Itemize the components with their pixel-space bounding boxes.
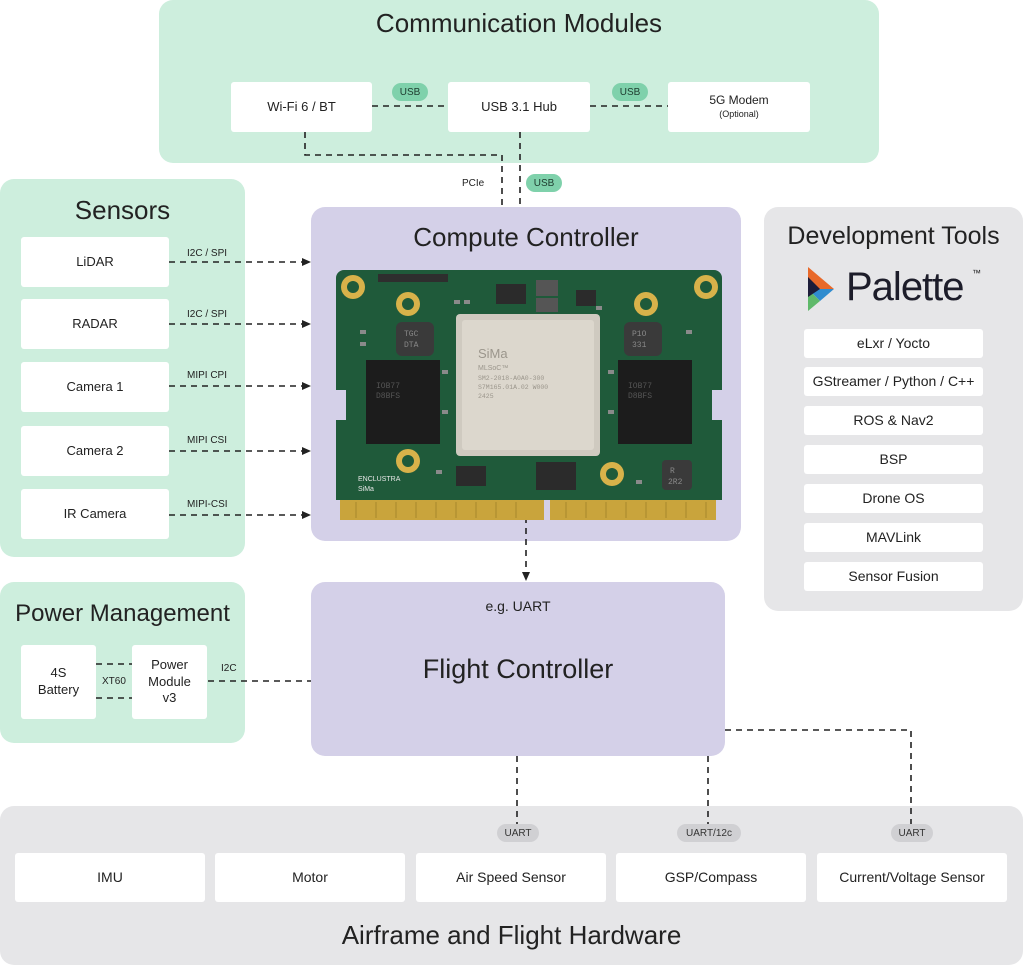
5g-modem-label: 5G Modem bbox=[709, 93, 769, 108]
usb-tag-hub-compute: USB bbox=[526, 174, 562, 192]
airframe-gsp-compass-label: GSP/Compass bbox=[664, 869, 758, 886]
chip-model-text: MLSoC™ bbox=[478, 365, 508, 372]
devtool-sensor-fusion-label: Sensor Fusion bbox=[848, 568, 939, 585]
5g-modem-note: (Optional) bbox=[719, 108, 759, 119]
sensor-radar: RADAR bbox=[21, 299, 169, 349]
devtool-gstreamer-label: GStreamer / Python / C++ bbox=[812, 373, 975, 390]
devtool-mavlink: MAVLink bbox=[804, 523, 983, 552]
inductor-right-line-2: 331 bbox=[632, 341, 647, 350]
chip-line-3: 2425 bbox=[478, 393, 494, 400]
airframe-motor: Motor bbox=[215, 853, 405, 902]
sensor-lidar-label: LiDAR bbox=[76, 253, 114, 269]
airframe-gsp-compass: GSP/Compass bbox=[616, 853, 806, 902]
communication-modules-title: Communication Modules bbox=[375, 8, 663, 38]
link-label-camera-1: MIPI CPI bbox=[187, 370, 228, 381]
sensor-ir-camera: IR Camera bbox=[21, 489, 169, 539]
usb-hub-module: USB 3.1 Hub bbox=[448, 82, 590, 132]
palette-logo-icon bbox=[808, 267, 834, 311]
chip-line-1: SM2-2018-A0A0-300 bbox=[478, 375, 544, 382]
sensor-radar-label: RADAR bbox=[72, 315, 118, 331]
devtool-drone-os-label: Drone OS bbox=[862, 490, 925, 507]
devtool-mavlink-label: MAVLink bbox=[866, 529, 921, 546]
sensor-camera-2-label: Camera 2 bbox=[66, 442, 124, 458]
devtool-ros-nav2: ROS & Nav2 bbox=[804, 406, 983, 435]
wifi-bt-label: Wi-Fi 6 / BT bbox=[267, 98, 336, 114]
communication-modules-panel bbox=[159, 0, 879, 163]
uart-12c-tag-gsp: UART/12c bbox=[677, 824, 741, 842]
corner-chip-line-2: 2R2 bbox=[668, 478, 683, 487]
devtool-gstreamer: GStreamer / Python / C++ bbox=[804, 367, 983, 396]
power-module-line-3: v3 bbox=[162, 690, 177, 706]
devtool-bsp: BSP bbox=[804, 445, 983, 474]
chip-brand-text: SiMa bbox=[478, 346, 508, 361]
flight-controller-top-label: e.g. UART bbox=[485, 598, 551, 614]
airframe-imu-label: IMU bbox=[97, 869, 123, 886]
wifi-bt-module: Wi-Fi 6 / BT bbox=[231, 82, 372, 132]
power-link-label: I2C bbox=[221, 663, 237, 674]
sensor-ir-camera-label: IR Camera bbox=[63, 505, 127, 521]
battery-box: 4S Battery bbox=[21, 645, 96, 719]
sensor-camera-2: Camera 2 bbox=[21, 426, 169, 476]
uart-tag-air-speed: UART bbox=[497, 824, 539, 842]
palette-brand-text: Palette bbox=[846, 265, 965, 309]
devtool-sensor-fusion: Sensor Fusion bbox=[804, 562, 983, 591]
ic-left-line-2: D8BFS bbox=[376, 392, 400, 401]
airframe-air-speed-sensor: Air Speed Sensor bbox=[416, 853, 606, 902]
link-label-camera-2: MIPI CSI bbox=[187, 435, 228, 446]
airframe-air-speed-label: Air Speed Sensor bbox=[456, 869, 566, 886]
board-sub-text: SiMa bbox=[358, 486, 374, 493]
ic-right-line-2: D8BFS bbox=[628, 392, 652, 401]
link-label-lidar: I2C / SPI bbox=[187, 248, 228, 259]
devtool-drone-os: Drone OS bbox=[804, 484, 983, 513]
pcie-label: PCIe bbox=[462, 178, 485, 189]
chip-line-2: S7M165.01A.02 W000 bbox=[478, 384, 548, 391]
link-label-radar: I2C / SPI bbox=[187, 309, 228, 320]
palette-trademark: ™ bbox=[972, 268, 981, 278]
corner-chip-line-1: R bbox=[670, 467, 675, 476]
inductor-left-line-1: TGC bbox=[404, 330, 419, 339]
airframe-imu: IMU bbox=[15, 853, 205, 902]
sensors-title: Sensors bbox=[74, 195, 171, 225]
compute-controller-title: Compute Controller bbox=[413, 222, 639, 252]
usb-hub-label: USB 3.1 Hub bbox=[481, 98, 557, 114]
link-label-ir-camera: MIPI-CSI bbox=[187, 499, 228, 510]
sensor-lidar: LiDAR bbox=[21, 237, 169, 287]
development-tools-title: Development Tools bbox=[787, 222, 1000, 250]
5g-modem-module: 5G Modem (Optional) bbox=[668, 82, 810, 132]
devtool-bsp-label: BSP bbox=[879, 451, 908, 468]
usb-tag-wifi-hub: USB bbox=[392, 83, 428, 101]
devtool-elxr-yocto: eLxr / Yocto bbox=[804, 329, 983, 358]
power-module-line-2: Module bbox=[148, 673, 191, 689]
sensor-camera-1-label: Camera 1 bbox=[66, 378, 124, 394]
devtool-elxr-yocto-label: eLxr / Yocto bbox=[856, 335, 931, 352]
power-module-box: Power Module v3 bbox=[132, 645, 207, 719]
board-brand-text: ENCLUSTRA bbox=[358, 476, 401, 483]
flight-controller-panel bbox=[311, 582, 725, 756]
airframe-title: Airframe and Flight Hardware bbox=[341, 920, 682, 950]
battery-line-2: Battery bbox=[37, 682, 80, 697]
airframe-motor-label: Motor bbox=[292, 869, 328, 886]
airframe-current-voltage-sensor: Current/Voltage Sensor bbox=[817, 853, 1007, 902]
power-management-title: Power Management bbox=[15, 600, 230, 627]
compute-module-board-image: SiMa MLSoC™ SM2-2018-A0A0-300 S7M165.01A… bbox=[336, 270, 722, 520]
xt60-label: XT60 bbox=[102, 676, 126, 687]
uart-tag-current-voltage: UART bbox=[891, 824, 933, 842]
usb-tag-hub-modem: USB bbox=[612, 83, 648, 101]
sensor-camera-1: Camera 1 bbox=[21, 362, 169, 412]
ic-left-line-1: IOB77 bbox=[376, 382, 400, 391]
airframe-current-voltage-label: Current/Voltage Sensor bbox=[839, 869, 985, 886]
inductor-right-line-1: P1O bbox=[632, 330, 647, 339]
inductor-left-line-2: DTA bbox=[404, 341, 419, 350]
ic-right-line-1: IOB77 bbox=[628, 382, 652, 391]
flight-controller-title: Flight Controller bbox=[422, 654, 614, 684]
battery-line-1: 4S bbox=[50, 665, 67, 681]
palette-logo: Palette ™ bbox=[806, 265, 986, 312]
devtool-ros-nav2-label: ROS & Nav2 bbox=[853, 412, 934, 429]
power-module-line-1: Power bbox=[151, 656, 188, 672]
